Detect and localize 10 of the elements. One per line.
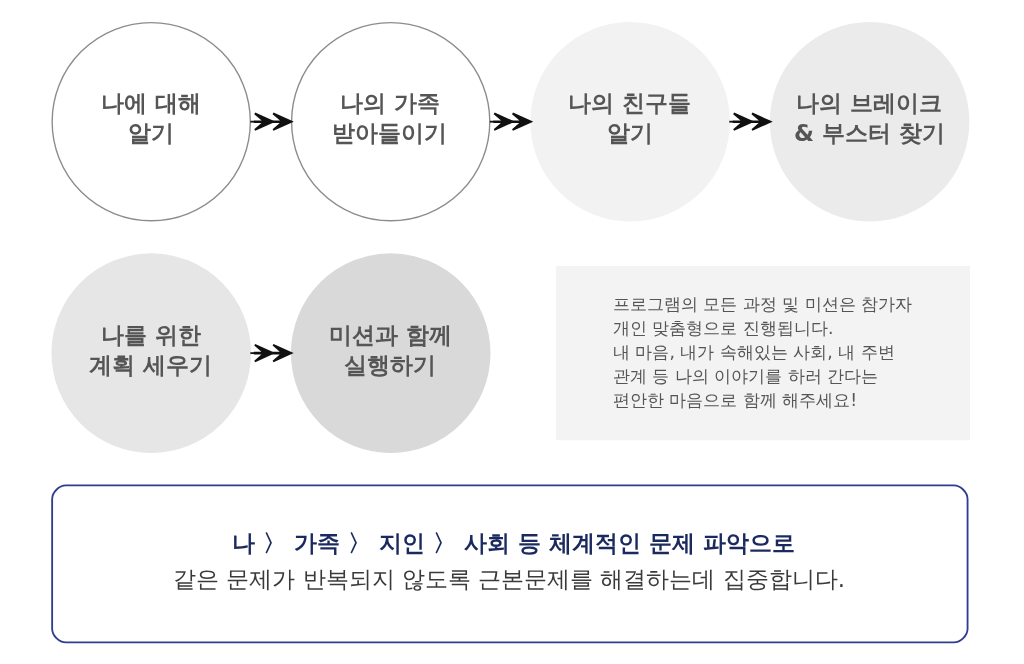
node-circle: 나를 위한 계획 세우기	[51, 252, 252, 453]
node-box: 나 〉 가족 〉 지인 〉 사회 등 체계적인 문제 파악으로 같은 문제가 반복되지 않도록 근본문제를 해결하는데 집중합니다.	[51, 484, 969, 643]
arrow	[249, 112, 293, 131]
arrow	[728, 112, 772, 131]
node-circle: 미션과 함께 실행하기	[290, 252, 491, 453]
node-circle: 나의 친구들 알기	[530, 21, 730, 221]
node-circle: 나의 브레이크 & 부스터 찾기	[769, 21, 970, 221]
arrow	[249, 343, 293, 362]
node-circle: 나에 대해 알기	[51, 21, 252, 221]
node-circle: 나의 가족 받아들이기	[290, 21, 491, 221]
